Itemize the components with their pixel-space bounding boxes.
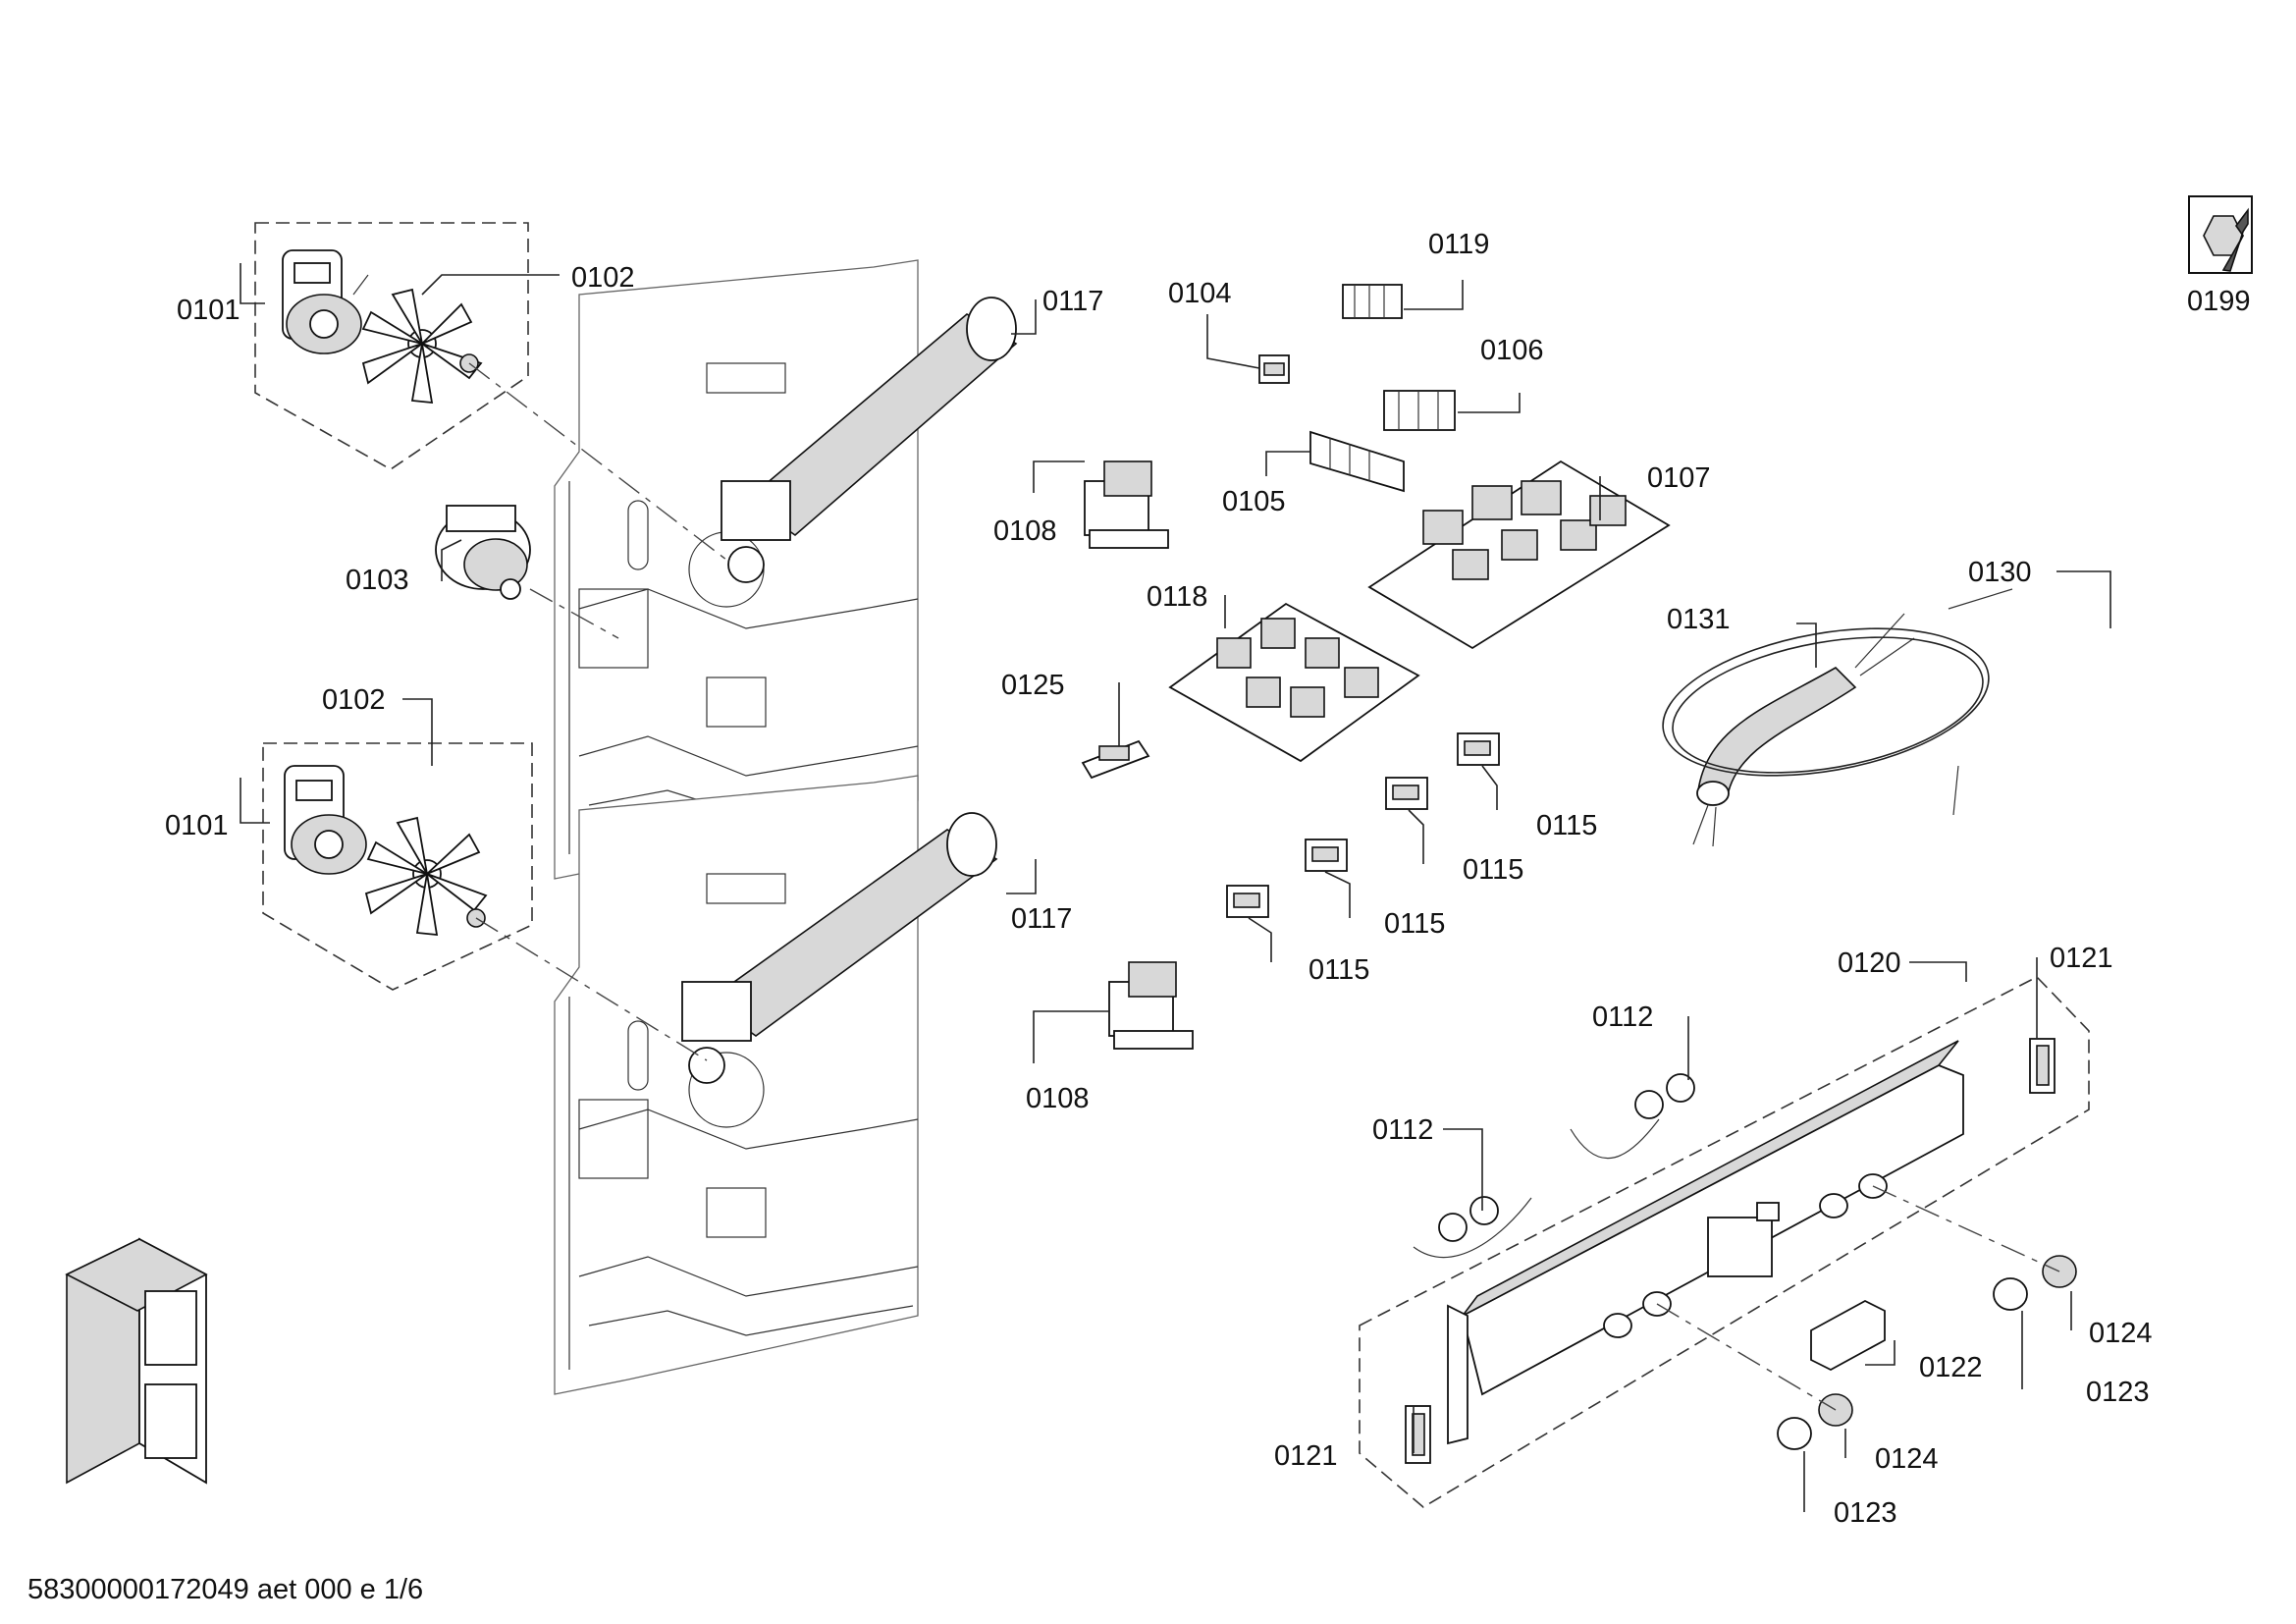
lower-fan-wheel-part [364, 816, 488, 937]
label-0117-upper: 0117 [1042, 286, 1103, 317]
label-0123-right: 0123 [2086, 1377, 2150, 1408]
label-0107: 0107 [1647, 462, 1711, 494]
terminal-block-0119 [1342, 284, 1403, 319]
upper-fan-wheel-part [361, 288, 483, 405]
label-0105: 0105 [1222, 486, 1286, 517]
cooling-motor-axis [529, 588, 619, 639]
bracket-0115-a [1457, 732, 1500, 766]
cooling-motor-part [435, 505, 531, 600]
lower-motor-outline [262, 742, 533, 991]
label-0120: 0120 [1838, 947, 1901, 979]
bracket-0115-d [1226, 885, 1269, 918]
lower-fan-motor-group [262, 742, 533, 991]
label-0104: 0104 [1168, 278, 1232, 309]
label-0102-lower: 0102 [322, 684, 386, 716]
knob-axis-right [1872, 1185, 2060, 1272]
upper-heating-element-part [721, 297, 1018, 583]
bracket-0115-c [1305, 839, 1348, 872]
label-0199: 0199 [2187, 286, 2251, 317]
transformer-0108-upper [1084, 460, 1169, 549]
label-0101-upper: 0101 [177, 295, 240, 326]
control-panel-outline [1359, 976, 2090, 1508]
power-cable-0130 [1662, 588, 2013, 816]
label-0102-upper: 0102 [571, 262, 635, 294]
label-0122: 0122 [1919, 1352, 1983, 1383]
knob-0123-0124-left [1777, 1393, 1853, 1450]
label-0124-right: 0124 [2089, 1318, 2153, 1349]
label-0115-a: 0115 [1536, 810, 1597, 841]
label-0124-left: 0124 [1875, 1443, 1939, 1475]
end-cap-0121-left [1405, 1405, 1431, 1464]
lower-cavity-panel [554, 775, 919, 1395]
terminal-block-0104 [1258, 354, 1290, 384]
wrench-nut-icon [2188, 195, 2253, 274]
label-0118: 0118 [1147, 581, 1207, 613]
terminal-block-0105 [1309, 430, 1405, 493]
upper-fan-axis [468, 362, 727, 561]
lower-motor-part [284, 765, 367, 875]
label-0125: 0125 [1001, 670, 1065, 701]
terminal-block-0106 [1383, 390, 1456, 431]
label-0112-upper: 0112 [1592, 1001, 1653, 1033]
knob-axis-left [1656, 1303, 1837, 1411]
label-0121-right: 0121 [2050, 943, 2113, 974]
label-0101-lower: 0101 [165, 810, 229, 841]
label-0108-upper: 0108 [993, 515, 1057, 547]
end-cap-0121-right [2029, 1038, 2056, 1094]
double-oven-thumbnail-icon [65, 1237, 208, 1485]
transformer-0108-lower [1108, 961, 1194, 1050]
knob-pot-0112-upper [1570, 1073, 1695, 1160]
bracket-0115-b [1385, 777, 1428, 810]
upper-motor-part [282, 249, 369, 354]
circuit-board-0118 [1168, 602, 1420, 763]
lower-fan-axis [475, 917, 708, 1061]
circuit-board-0107 [1367, 460, 1671, 650]
knob-0123-0124-right [1993, 1255, 2077, 1311]
knob-pot-0112-lower [1413, 1196, 1532, 1259]
label-0119: 0119 [1428, 229, 1489, 260]
document-id-footer: 58300000172049 aet 000 e 1/6 [27, 1574, 423, 1605]
label-0117-lower: 0117 [1011, 903, 1072, 935]
label-0121-left: 0121 [1274, 1440, 1338, 1472]
upper-motor-outline [254, 222, 529, 470]
conduit-0131 [1692, 613, 1915, 847]
leader-lines [240, 263, 2111, 1512]
control-panel-group [1359, 976, 2090, 1508]
upper-fan-motor-group [254, 222, 529, 470]
label-0103: 0103 [346, 565, 409, 596]
label-0115-d: 0115 [1308, 954, 1369, 986]
label-0131: 0131 [1667, 604, 1731, 635]
label-0106: 0106 [1480, 335, 1544, 366]
label-0115-c: 0115 [1384, 908, 1445, 940]
label-0108-lower: 0108 [1026, 1083, 1090, 1114]
label-0112-lower: 0112 [1372, 1114, 1433, 1146]
label-0123-left: 0123 [1834, 1497, 1897, 1529]
lower-heating-element-part [681, 812, 998, 1084]
label-0130: 0130 [1968, 557, 2032, 588]
display-0122 [1810, 1299, 1886, 1372]
connector-0125 [1081, 739, 1150, 780]
label-0115-b: 0115 [1463, 854, 1523, 886]
